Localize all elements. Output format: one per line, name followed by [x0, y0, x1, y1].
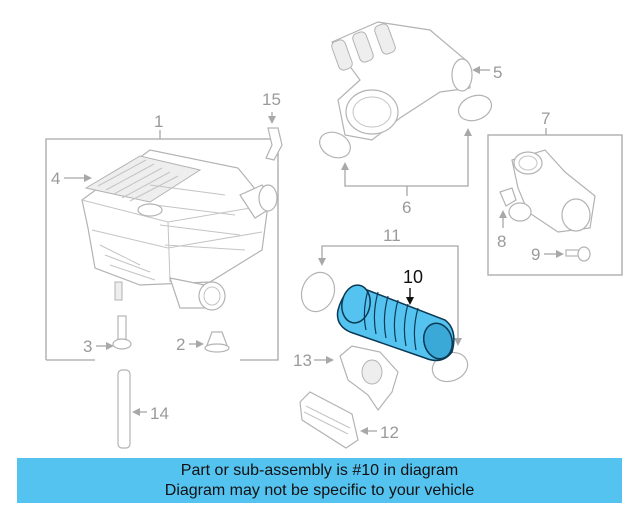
callout-6: 6 — [402, 198, 411, 217]
group-7: 7 8 9 — [487, 109, 623, 276]
callout-2: 2 — [176, 335, 185, 354]
banner-line-2: Diagram may not be specific to your vehi… — [164, 482, 475, 499]
callout-7: 7 — [541, 109, 550, 128]
intake-pipe-group: 5 6 — [319, 21, 502, 217]
callout-13: 13 — [293, 351, 312, 370]
duct-12: 12 — [299, 391, 399, 449]
clamp-left — [319, 131, 351, 159]
banner-line-1: Part or sub-assembly is #10 in diagram — [180, 462, 459, 479]
hose-15: 15 — [262, 90, 283, 161]
bolt-9 — [565, 246, 591, 262]
intake-hose-10 — [336, 284, 455, 362]
info-banner: Part or sub-assembly is #10 in diagram D… — [17, 458, 622, 503]
air-cleaner-group: 1 4 — [45, 112, 279, 361]
parts-diagram: 1 4 — [45, 21, 623, 449]
callout-14: 14 — [150, 404, 169, 423]
clamp-11-left — [300, 271, 336, 313]
bolt-3 — [112, 315, 132, 350]
bracket-13: 13 — [293, 345, 399, 412]
clamp-right — [457, 94, 493, 122]
callout-1: 1 — [154, 112, 163, 131]
callout-3: 3 — [83, 337, 92, 356]
callout-10: 10 — [403, 267, 423, 287]
callout-4: 4 — [51, 169, 60, 188]
callout-9: 9 — [531, 245, 540, 264]
callout-15: 15 — [262, 90, 281, 109]
callout-11: 11 — [383, 226, 401, 245]
gasket-8 — [499, 187, 517, 207]
callout-5: 5 — [493, 63, 502, 82]
group-11: 11 10 — [300, 226, 469, 383]
box-7 — [487, 134, 623, 276]
tube-14: 14 — [117, 369, 169, 449]
grommet-2 — [204, 331, 230, 353]
air-cleaner-housing — [81, 149, 278, 311]
callout-12: 12 — [380, 423, 399, 442]
callout-8: 8 — [497, 232, 506, 251]
